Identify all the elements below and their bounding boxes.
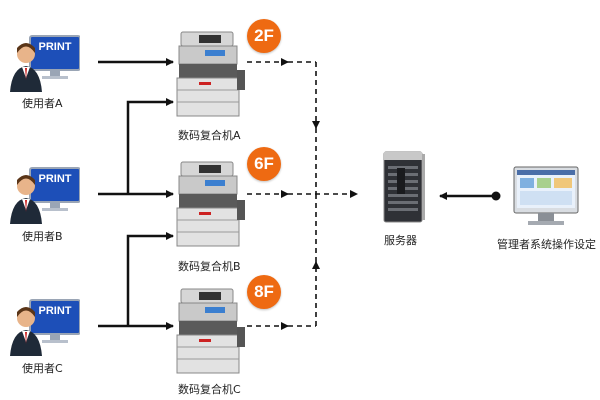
admin-connector-dot xyxy=(491,191,501,201)
printer-c-icon xyxy=(175,287,247,377)
monitor-print-text: PRINT xyxy=(39,173,72,185)
user-b-label: 使用者B xyxy=(22,230,63,243)
arrow-user-c-to-printer-b xyxy=(126,232,174,326)
server-icon xyxy=(382,150,426,226)
monitor-print-text: PRINT xyxy=(39,41,72,53)
printer-a-label: 数码复合机A xyxy=(178,129,241,142)
printer-a-icon xyxy=(175,30,247,120)
printer-c-label: 数码复合机C xyxy=(178,383,241,396)
admin-monitor-icon xyxy=(512,165,580,229)
user-b-icon: PRINT xyxy=(8,166,81,226)
user-a-icon: PRINT xyxy=(8,34,81,94)
arrow-user-b-to-printer-a xyxy=(126,98,174,194)
floor-badge-8f: 8F xyxy=(247,275,281,309)
user-a-label: 使用者A xyxy=(22,97,63,110)
floor-badge-6f: 6F xyxy=(247,147,281,181)
monitor-print-text: PRINT xyxy=(39,305,72,317)
user-c-icon: PRINT xyxy=(8,298,81,358)
floor-badge-2f: 2F xyxy=(247,19,281,53)
printer-b-icon xyxy=(175,160,247,250)
printer-b-label: 数码复合机B xyxy=(178,260,241,273)
server-label: 服务器 xyxy=(384,234,417,247)
admin-label: 管理者系统操作设定 xyxy=(497,238,596,251)
user-c-label: 使用者C xyxy=(22,362,63,375)
